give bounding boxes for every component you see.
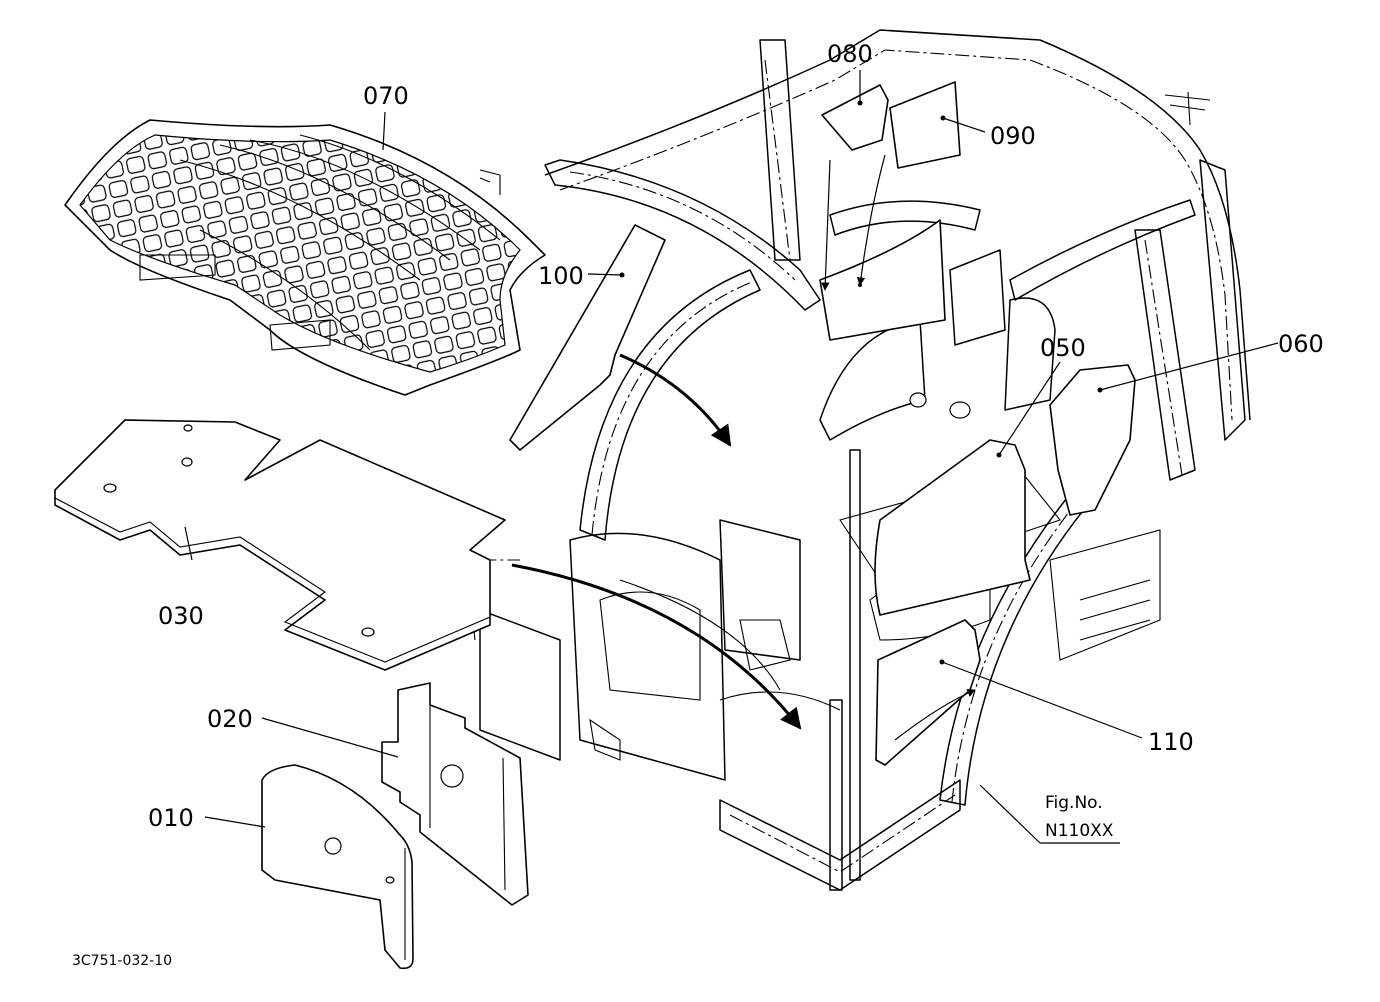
rear-panel	[819, 219, 946, 341]
part-030-floor-plate	[54, 419, 506, 671]
assembly-arrows	[511, 154, 976, 741]
label-110: 110	[1148, 728, 1194, 756]
part-020-panel	[381, 682, 529, 906]
label-080: 080	[827, 40, 873, 68]
part-060-right-panel	[1049, 364, 1136, 516]
drawing-code: 3C751-032-10	[72, 953, 172, 969]
label-090: 090	[990, 122, 1036, 150]
label-100: 100	[538, 262, 584, 290]
figure-caption: Fig.No.	[1045, 793, 1103, 813]
part-010-plate	[261, 764, 414, 970]
label-010: 010	[148, 804, 194, 832]
label-050: 050	[1040, 334, 1086, 362]
label-060: 060	[1278, 330, 1324, 358]
callouts: 070 080 090 100 050 060 030 020 110 010 …	[72, 40, 1324, 969]
label-070: 070	[363, 82, 409, 110]
label-020: 020	[207, 705, 253, 733]
part-080-panel	[821, 84, 889, 151]
label-030: 030	[158, 602, 204, 630]
cab-frame	[473, 29, 1251, 891]
leader-lines	[184, 70, 1279, 844]
part-070-floor-mat	[64, 119, 546, 396]
part-110-lower-panel	[875, 619, 981, 766]
figure-number: N110XX	[1045, 821, 1114, 841]
part-090-panel	[889, 81, 961, 169]
